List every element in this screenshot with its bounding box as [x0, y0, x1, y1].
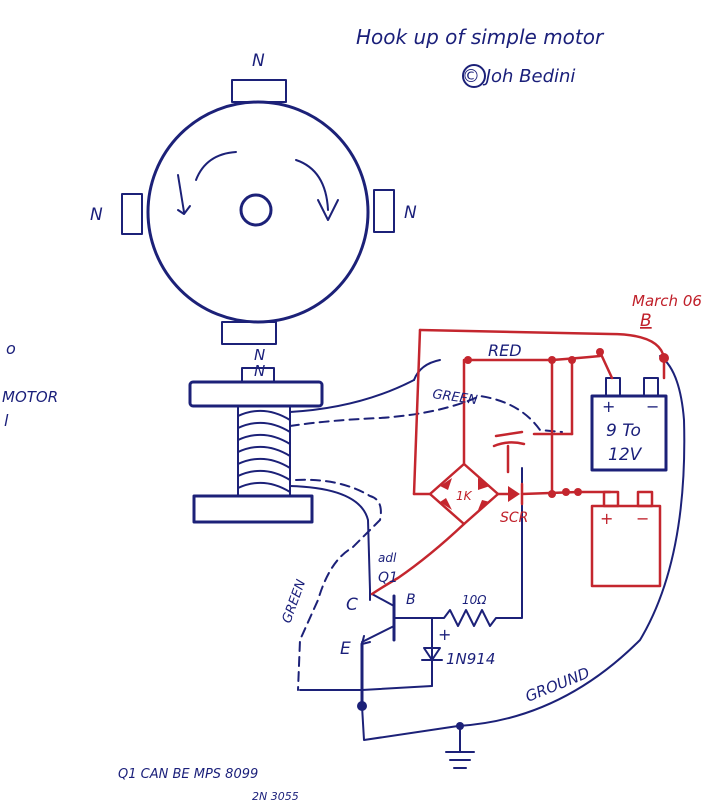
ground-symbol — [445, 725, 475, 769]
label-q1: Q1 — [378, 570, 398, 586]
green-wire-side — [295, 478, 382, 691]
label-red: RED — [488, 341, 522, 360]
left-cutoff-3: l — [4, 411, 9, 430]
footnote-line1: Q1 CAN BE MPS 8099 — [118, 767, 258, 782]
label-scr: SCR — [500, 510, 528, 526]
left-cutoff-2: MOTOR — [2, 388, 58, 406]
magnet-right — [373, 189, 395, 233]
date-text: March 06 — [632, 292, 702, 310]
ground-wire — [361, 355, 686, 741]
rotation-arrow-left — [195, 151, 237, 181]
battery-top — [590, 377, 668, 472]
copyright-icon — [462, 64, 486, 88]
battery-bottom-plus: + — [600, 509, 613, 528]
label-green-side: GREEN — [280, 577, 310, 625]
magnet-left — [121, 193, 143, 235]
label-e: E — [340, 639, 351, 659]
magnet-label-bottom: N — [254, 346, 265, 364]
label-diode-plus: + — [438, 625, 451, 644]
label-green-top: GREEN — [431, 387, 478, 408]
battery-top-voltage-1: 9 To — [606, 421, 641, 441]
drive-coil — [188, 367, 324, 524]
magnet-bottom — [221, 321, 277, 345]
rotation-arrow-right — [295, 159, 329, 211]
magnet-label-left: N — [90, 205, 103, 225]
gate-wire — [370, 522, 466, 596]
battery-top-minus: − — [646, 397, 659, 416]
rotor — [121, 79, 395, 345]
date-initial: B — [640, 311, 652, 331]
coil-lead-top — [289, 379, 415, 413]
credit-text: © Joh Bedini — [462, 66, 575, 87]
diode-1n914 — [423, 647, 441, 661]
green-wire-top — [289, 394, 563, 433]
red-wire-top — [418, 328, 666, 360]
magnet-top — [231, 79, 287, 103]
coil-lead-collector — [289, 485, 371, 591]
label-c: C — [346, 595, 358, 615]
label-1k: 1K — [456, 489, 473, 503]
battery-top-voltage-2: 12V — [608, 445, 643, 465]
title-text: Hook up of simple motor — [356, 25, 605, 49]
transistor-q1 — [361, 589, 417, 645]
coil-pole-label: N — [254, 362, 265, 380]
left-cutoff-1: o — [6, 339, 16, 358]
capacitor — [492, 430, 526, 474]
label-extra: adl — [378, 551, 397, 565]
label-10ohm: 10Ω — [462, 593, 487, 607]
battery-bottom-minus: − — [636, 509, 649, 528]
label-b: B — [406, 592, 416, 608]
base-resistor — [415, 467, 523, 627]
battery-top-plus: + — [602, 397, 615, 416]
battery-bottom — [590, 490, 662, 588]
label-1n914: 1N914 — [446, 650, 495, 668]
magnet-label-top: N — [252, 51, 265, 71]
footnote-line2: 2N 3055 — [252, 790, 299, 803]
magnet-label-right: N — [404, 203, 417, 223]
